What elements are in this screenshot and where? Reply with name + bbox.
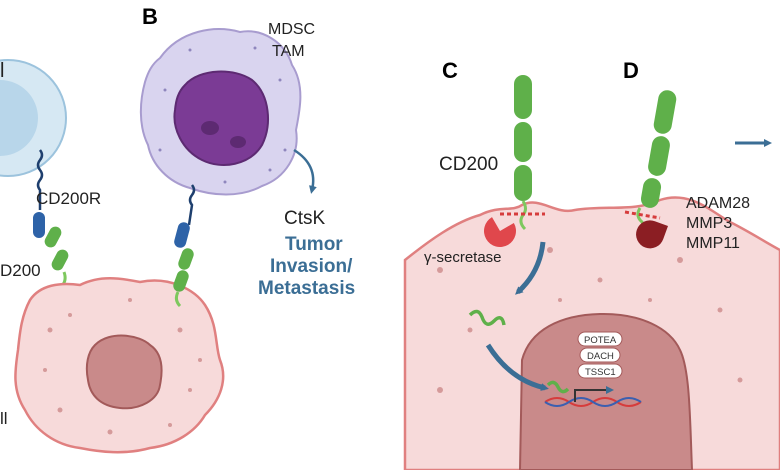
mmp11-label: MMP11 [686,235,740,252]
ctsk-label: CtsK [284,208,326,229]
gene-tag-potea: POTEA [577,331,623,347]
myeloid-cell [139,28,302,196]
cd200-label-left: D200 [0,261,41,280]
left-top-letter: l [0,60,4,82]
left-bottom-text: ll [0,409,8,428]
adam28-label: ADAM28 [686,195,750,212]
t-cell [0,59,67,177]
cleavage-site-d [624,210,661,220]
nuclear-translocation-arrow [485,343,549,392]
gene-tag-tssc1: TSSC1 [577,363,623,379]
ctsk-arrow [293,148,317,194]
myeloid-label-2: TAM [272,43,305,60]
outcome-line-1: Tumor [285,234,343,255]
cd200r-stalk-b [187,184,196,226]
cd200r-receptor-left [33,212,45,238]
cd200-ligand-b [173,248,194,308]
myeloid-label-1: MDSC [268,21,315,38]
intracellular-arrow [515,241,546,295]
cd200r-stalk-left [36,149,44,210]
gamma-secretase-icon [484,217,516,247]
gene-tag-dach: DACH [579,347,621,363]
cd200-ligand-c [514,75,532,231]
metalloprotease-icon [636,220,669,249]
cd200-ligand-d [636,90,677,238]
cd200r-label: CD200R [36,189,101,208]
mmp3-label: MMP3 [686,215,732,232]
transcription-arrow [574,386,614,402]
panel-label-d: D [623,58,639,83]
cd200r-receptor-b [174,222,190,248]
panel-label-b: B [142,4,158,29]
svg-text:DACH: DACH [587,351,614,362]
svg-text:TSSC1: TSSC1 [585,367,616,378]
dna-helix [544,397,642,407]
cd200-icd-bound [546,380,570,394]
cd200-label-c: CD200 [439,154,498,175]
panel-label-c: C [442,58,458,83]
gamma-secretase-label: γ-secretase [424,249,502,266]
outcome-line-2: Invasion/ [270,256,353,277]
tumor-cell-left [14,277,225,454]
svg-text:POTEA: POTEA [584,335,617,346]
cd200-icd-fragment [468,309,506,326]
outcome-line-3: Metastasis [258,278,355,299]
